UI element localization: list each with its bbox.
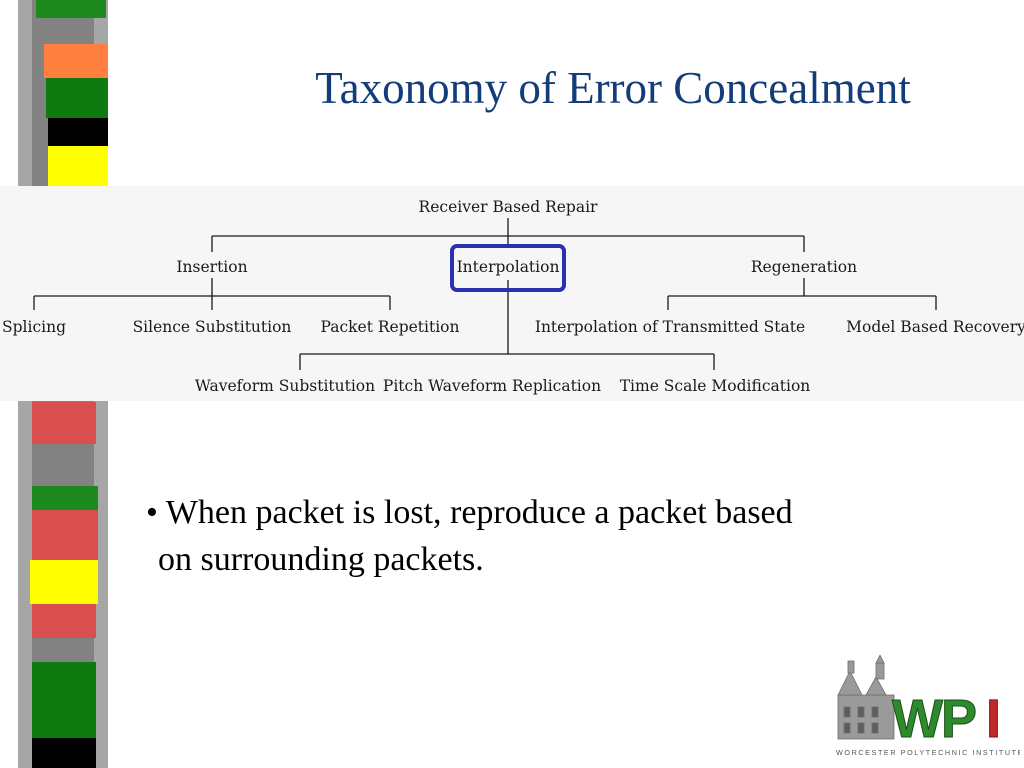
- tree-connectors: [33, 218, 937, 370]
- taxonomy-diagram: Receiver Based Repair Insertion Interpol…: [0, 186, 1024, 401]
- strip-block-yellow: [30, 560, 98, 604]
- wpi-logo-text: WP: [892, 689, 976, 749]
- wpi-logo: WP I WORCESTER POLYTECHNIC INSTITUTE: [830, 654, 1022, 760]
- node-insertion: Insertion: [176, 258, 247, 276]
- strip-block-red: [32, 604, 96, 638]
- bullet-text-line-1: When packet is lost, reproduce a packet …: [165, 494, 793, 531]
- node-pitch-waveform-replication: Pitch Waveform Replication: [383, 377, 601, 395]
- node-interpolation: Interpolation: [457, 258, 560, 276]
- node-model-based-recovery: Model Based Recovery: [846, 318, 1024, 336]
- node-waveform-substitution: Waveform Substitution: [195, 377, 375, 395]
- strip-block-yellow: [48, 146, 108, 188]
- strip-block-green: [36, 0, 106, 18]
- bullet-item: • When packet is lost, reproduce a packe…: [146, 490, 926, 537]
- bullet-marker: •: [146, 494, 158, 531]
- strip-block-orange: [44, 44, 108, 78]
- node-packet-repetition: Packet Repetition: [320, 318, 459, 336]
- slide-title: Taxonomy of Error Concealment: [315, 63, 911, 113]
- node-time-scale-modification: Time Scale Modification: [620, 377, 811, 395]
- strip-block-black: [32, 738, 96, 768]
- building-icon: [837, 654, 895, 740]
- strip-block-green: [32, 486, 98, 510]
- strip-block-red: [32, 510, 98, 560]
- node-interpolation-of-transmitted-state: Interpolation of Transmitted State: [535, 318, 805, 336]
- wpi-logo-text-i: I: [986, 689, 1001, 749]
- node-splicing: Splicing: [2, 318, 66, 336]
- bullet-list: • When packet is lost, reproduce a packe…: [146, 490, 926, 584]
- node-silence-substitution: Silence Substitution: [133, 318, 292, 336]
- strip-block-green: [32, 662, 96, 738]
- strip-block-red: [32, 402, 96, 444]
- node-regeneration: Regeneration: [751, 258, 857, 276]
- strip-block-green: [46, 78, 108, 118]
- bullet-text-line-2: on surrounding packets.: [158, 540, 484, 578]
- wpi-logo-graphic: WP I WORCESTER POLYTECHNIC INSTITUTE: [836, 654, 1022, 757]
- wpi-tagline: WORCESTER POLYTECHNIC INSTITUTE: [836, 748, 1020, 757]
- node-receiver-based-repair: Receiver Based Repair: [419, 198, 598, 216]
- strip-block-black: [48, 118, 108, 146]
- interpolation-highlight-box: [450, 244, 566, 292]
- taxonomy-tree: Receiver Based Repair Insertion Interpol…: [2, 198, 1024, 395]
